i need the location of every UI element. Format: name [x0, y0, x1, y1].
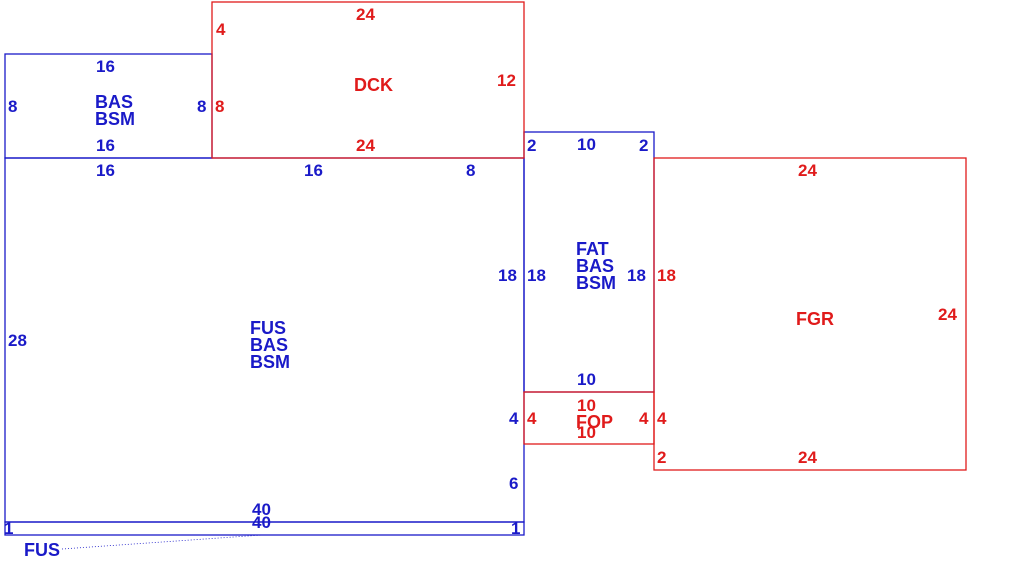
bas-small-label-line2: BSM	[95, 109, 135, 129]
fus-main-label-line3: BSM	[250, 352, 290, 372]
dim-fop-left: 4	[527, 409, 537, 428]
dim-bas-left: 8	[8, 97, 17, 116]
dim-bas-right: 8	[197, 97, 206, 116]
dim-dck-right: 12	[497, 71, 516, 90]
fat-label-line1: FAT	[576, 239, 609, 259]
bas-small-label-line1: BAS	[95, 92, 133, 112]
dim-fat-right: 18	[627, 266, 646, 285]
dim-bas-bottom: 16	[96, 136, 115, 155]
dck-label: DCK	[354, 75, 393, 95]
fat-label-line3: BSM	[576, 273, 616, 293]
dim-strip-right: 1	[511, 519, 520, 538]
dim-fus-top-2: 16	[304, 161, 323, 180]
dim-fat-left: 18	[527, 266, 546, 285]
fop-label: FOP	[576, 412, 613, 432]
fop-area-outline	[523, 391, 655, 445]
fus-strip-outline	[4, 521, 525, 536]
dim-fus-right-lower: 6	[509, 474, 518, 493]
fat-label-line2: BAS	[576, 256, 614, 276]
fgr-area-outline	[653, 157, 967, 471]
dim-fus-right-upper: 18	[498, 266, 517, 285]
dim-fus-top-3: 8	[466, 161, 475, 180]
dim-fus-bottom-1: 40	[252, 500, 271, 519]
fus-strip-label: FUS	[24, 540, 60, 560]
dim-fat-top-right: 2	[639, 136, 648, 155]
dim-fus-right-mid: 4	[509, 409, 519, 428]
dim-fop-top: 10	[577, 396, 596, 415]
dim-fgr-left-18: 18	[657, 266, 676, 285]
red-outlines	[211, 1, 967, 471]
dim-fgr-left-2: 2	[657, 448, 666, 467]
dim-strip-left: 1	[4, 519, 13, 538]
dck-area-outline	[211, 1, 525, 159]
dim-fgr-left-4: 4	[657, 409, 667, 428]
dim-dck-left: 8	[215, 97, 224, 116]
fgr-label: FGR	[796, 309, 834, 329]
dim-fgr-right: 24	[938, 305, 957, 324]
dim-fus-top-1: 16	[96, 161, 115, 180]
dim-fop-right: 4	[639, 409, 649, 428]
dim-fat-top: 10	[577, 135, 596, 154]
dim-fop-bottom: 10	[577, 423, 596, 442]
fus-label-leader-line	[61, 534, 263, 550]
fus-main-label-line1: FUS	[250, 318, 286, 338]
dim-bas-top: 16	[96, 57, 115, 76]
dim-fgr-top: 24	[798, 161, 817, 180]
dim-dck-bottom: 24	[356, 136, 375, 155]
dim-fat-top-left: 2	[527, 136, 536, 155]
dim-fgr-bottom: 24	[798, 448, 817, 467]
dim-dck-left-top: 4	[216, 20, 226, 39]
dim-fus-bottom-2: 40	[252, 513, 271, 532]
dim-dck-top: 24	[356, 5, 375, 24]
fus-main-label-line2: BAS	[250, 335, 288, 355]
dim-fus-left: 28	[8, 331, 27, 350]
dim-fat-bottom: 10	[577, 370, 596, 389]
